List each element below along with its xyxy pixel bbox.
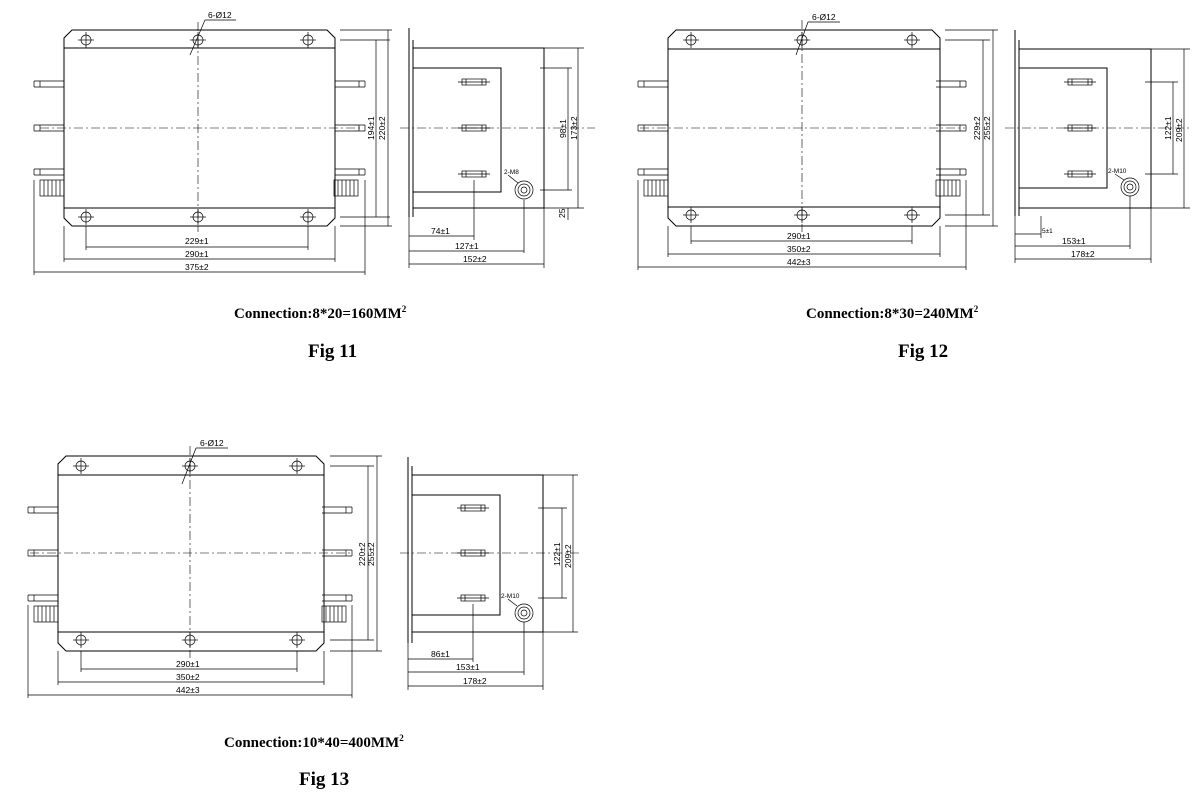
fig13-dim-290: 290±1 xyxy=(176,659,200,669)
fig12-dim-153: 153±1 xyxy=(1062,236,1086,246)
fig11-side-view: 2-M8 98±1 173±2 25 74±1 127±1 152±2 xyxy=(400,28,595,268)
fig12-dim-122: 122±1 xyxy=(1163,116,1173,140)
fig13-side-bolt: 2-M10 xyxy=(501,593,520,600)
fig12-dim-178: 178±2 xyxy=(1071,249,1095,259)
fig11-dim-127: 127±1 xyxy=(455,241,479,251)
fig11-connection: Connection:8*20=160MM2 xyxy=(234,304,407,322)
fig11-dim-220: 220±2 xyxy=(377,116,387,140)
fig12-dim-209: 209±2 xyxy=(1174,118,1184,142)
fig13-dim-86: 86±1 xyxy=(431,649,450,659)
fig11-dim-152: 152±2 xyxy=(463,254,487,264)
fig12-hole-callout: 6-Ø12 xyxy=(812,12,836,22)
fig11-dim-74: 74±1 xyxy=(431,226,450,236)
fig13-dim-178: 178±2 xyxy=(463,676,487,686)
fig11-dim-229: 229±1 xyxy=(185,236,209,246)
fig12-side-view: 2-M10 122±1 209±2 5±1 153±1 178±2 xyxy=(1005,30,1190,263)
fig12-side-bolt: 2-M10 xyxy=(1108,168,1127,175)
fig13-dim-209: 209±2 xyxy=(563,544,573,568)
fig12-connection: Connection:8*30=240MM2 xyxy=(806,304,979,322)
fig11-dim-98: 98±1 xyxy=(558,119,568,138)
fig12-front-view: 6-Ø12 290±1 350±2 442±3 229±2 255±2 xyxy=(637,12,998,270)
fig13-hole-callout: 6-Ø12 xyxy=(200,438,224,448)
fig12-dim-350: 350±2 xyxy=(787,244,811,254)
fig11-label: Fig 11 xyxy=(308,341,357,362)
fig11-dim-173: 173±2 xyxy=(569,116,579,140)
fig12-dim-small: 5±1 xyxy=(1042,228,1053,235)
fig12-dim-442: 442±3 xyxy=(787,257,811,267)
fig11-hole-callout: 6-Ø12 xyxy=(208,10,232,20)
fig13-dim-220: 220±2 xyxy=(357,542,367,566)
fig12-dim-290: 290±1 xyxy=(787,231,811,241)
fig13-dim-350: 350±2 xyxy=(176,672,200,682)
fig11-dim-194: 194±1 xyxy=(366,116,376,140)
fig13-dim-153: 153±1 xyxy=(456,662,480,672)
fig13-dim-255: 255±2 xyxy=(366,542,376,566)
fig11-dim-25: 25 xyxy=(557,208,567,218)
fig11-front-view: 6-Ø12 229±1 290±1 375±2 194±1 220±2 xyxy=(33,10,392,275)
fig11-side-bolt: 2-M8 xyxy=(504,169,519,176)
fig11-dim-290: 290±1 xyxy=(185,249,209,259)
fig13-connection: Connection:10*40=400MM2 xyxy=(224,733,404,751)
fig13-dim-122: 122±1 xyxy=(552,542,562,566)
fig13-front-view: 6-Ø12 290±1 350±2 442±3 220±2 255±2 xyxy=(27,438,382,698)
fig12-label: Fig 12 xyxy=(898,341,948,362)
fig12-dim-255: 255±2 xyxy=(982,116,992,140)
fig13-side-view: 2-M10 122±1 209±2 86±1 153±1 178±2 xyxy=(400,457,580,690)
fig11-dim-375: 375±2 xyxy=(185,262,209,272)
fig13-dim-442: 442±3 xyxy=(176,685,200,695)
fig13-label: Fig 13 xyxy=(299,769,349,790)
fig12-dim-229: 229±2 xyxy=(972,116,982,140)
